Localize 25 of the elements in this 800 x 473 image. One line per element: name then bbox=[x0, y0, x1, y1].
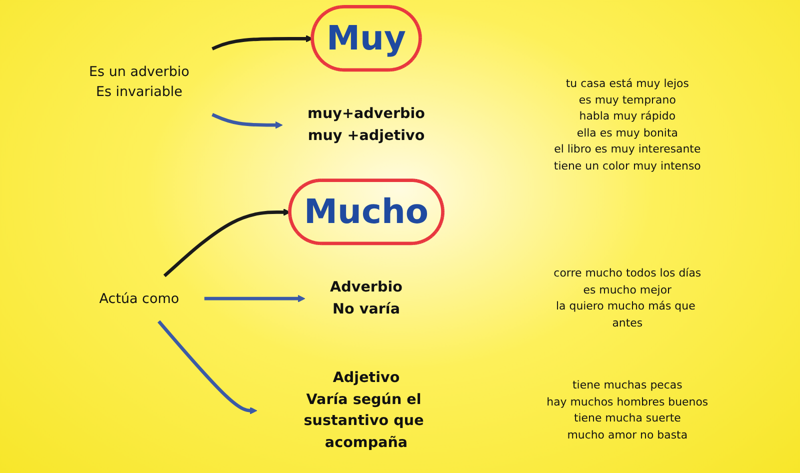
node-label: tiene muchas pecas bbox=[572, 379, 682, 392]
node-text: Adjetivo Varía según el sustantivo que acompaña bbox=[303, 369, 424, 451]
node-text: Muy bbox=[326, 18, 406, 58]
arrow bbox=[157, 320, 257, 414]
node-text: Es un adverbio Es invariable bbox=[88, 63, 190, 100]
node-label: mucho amor no basta bbox=[566, 428, 688, 442]
node-text: Actúa como bbox=[98, 290, 179, 306]
node-label: la quiero mucho más que antes bbox=[556, 300, 695, 330]
node-label: corre mucho todos los días bbox=[553, 267, 701, 280]
arrow bbox=[211, 35, 313, 50]
node-label: tu casa está muy lejos bbox=[566, 77, 689, 90]
node-text: Mucho bbox=[304, 192, 428, 232]
arrow bbox=[211, 113, 282, 129]
arrow bbox=[204, 294, 305, 302]
node-text: muy+adverbio muy +adjetivo bbox=[307, 105, 425, 144]
node-label: ella es muy bonita bbox=[576, 126, 678, 140]
node-label: el libro es muy interesante bbox=[554, 143, 700, 156]
node-label: tiene un color muy intenso bbox=[554, 160, 701, 172]
node-text: Adverbio No varía bbox=[330, 278, 402, 318]
node-label: es muy temprano bbox=[578, 94, 676, 107]
node-label: hay muchos hombres buenos bbox=[546, 396, 708, 409]
node-label: es mucho mejor bbox=[582, 284, 672, 297]
arrow bbox=[163, 208, 290, 278]
node-label: tiene mucha suerte bbox=[574, 412, 681, 425]
node-label: habla muy rápido bbox=[578, 110, 676, 123]
